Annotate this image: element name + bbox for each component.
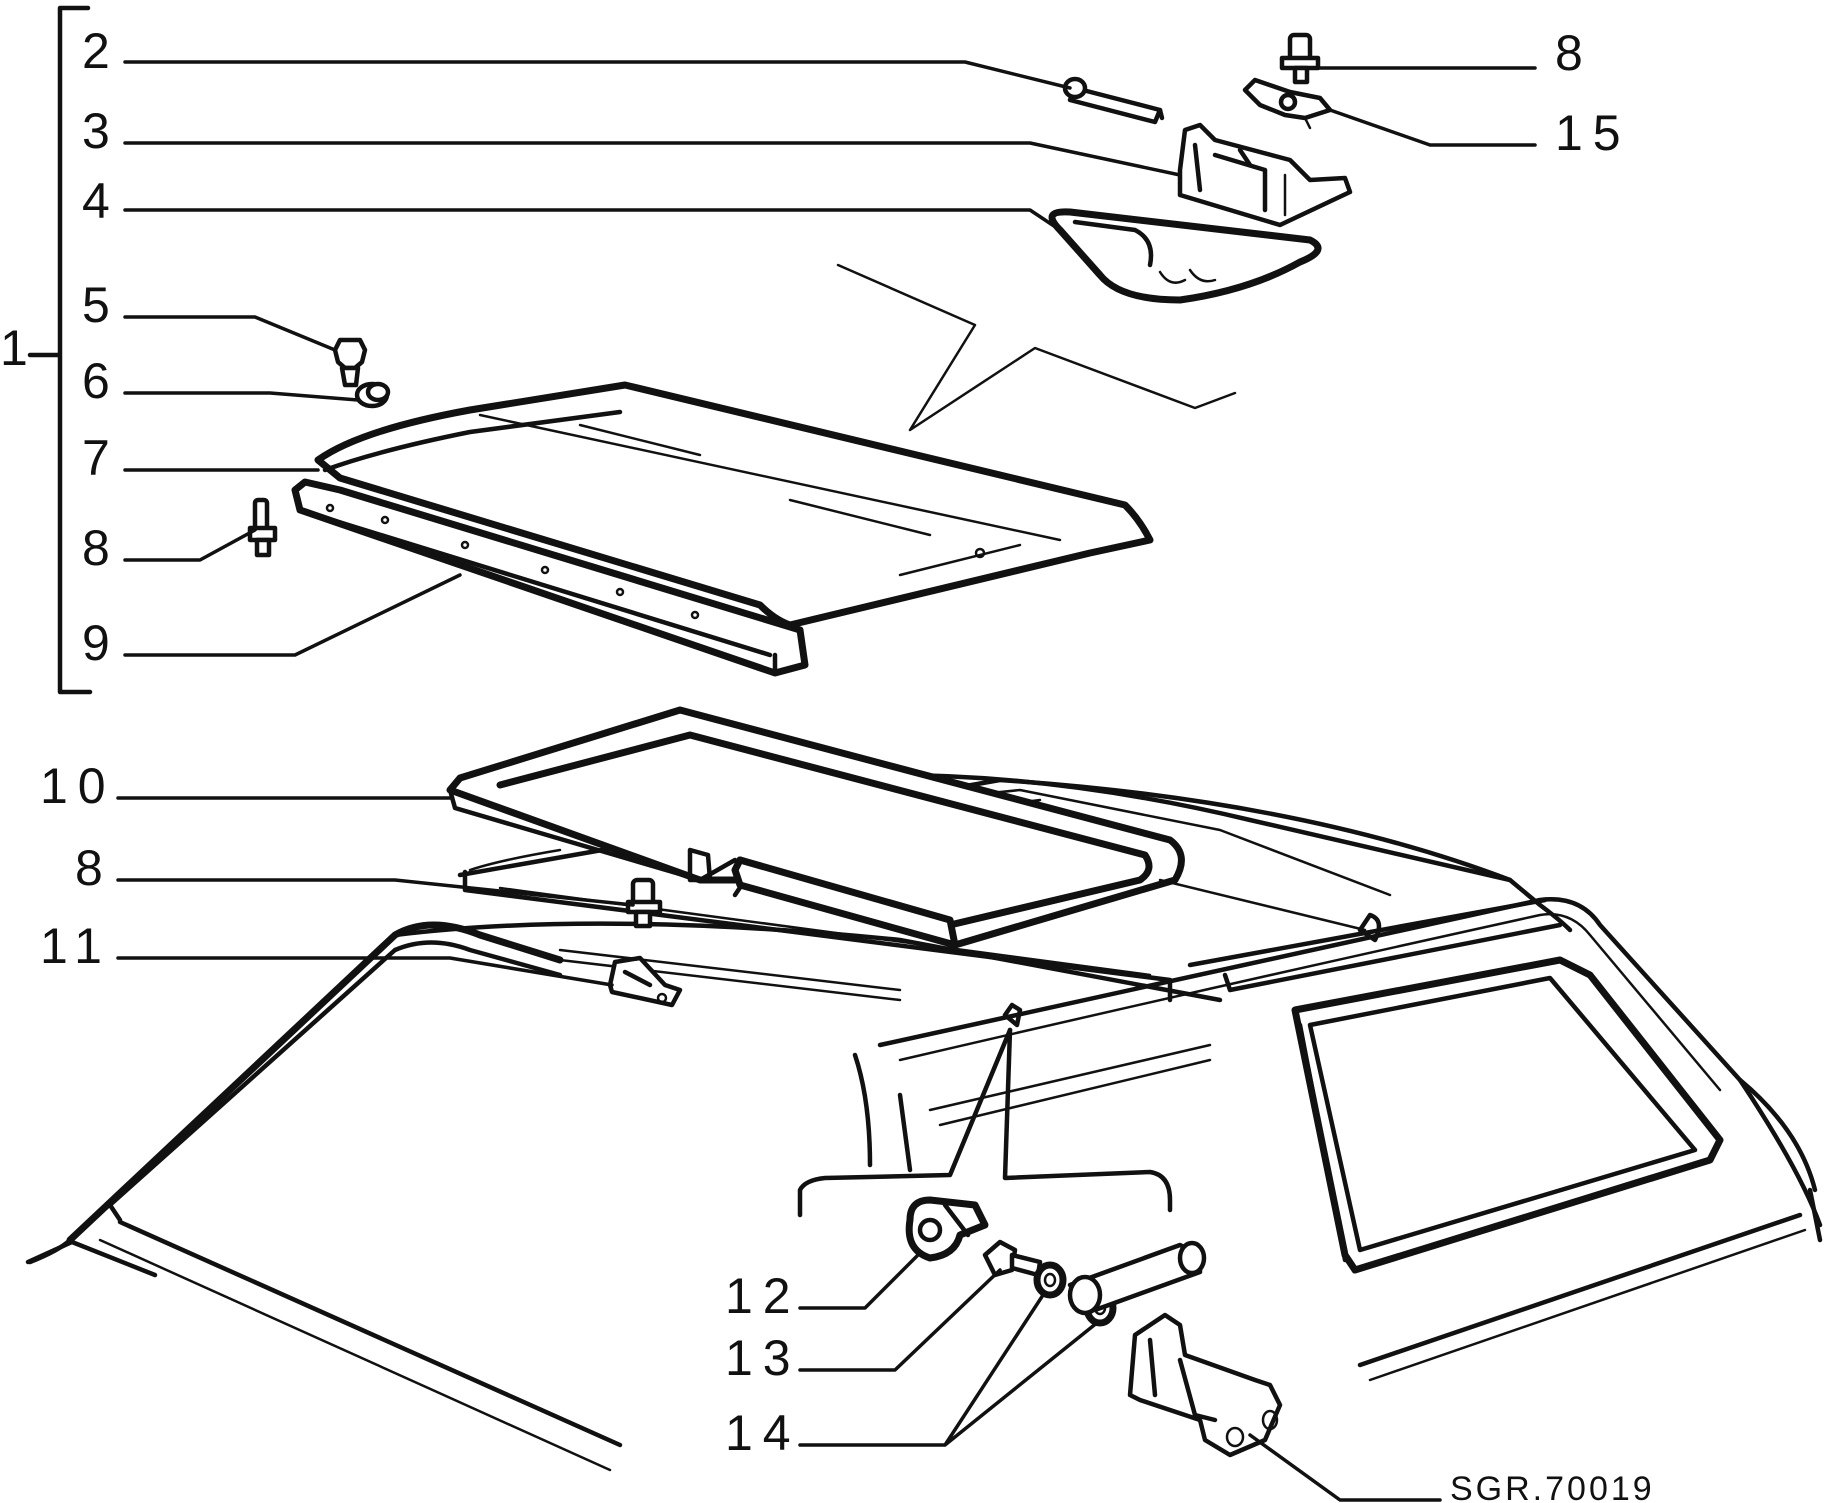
leader-2 xyxy=(123,60,1072,90)
hinge-arm xyxy=(1067,1240,1207,1316)
washer-part-14a xyxy=(1033,1261,1067,1299)
detail-bracket-group xyxy=(797,1002,1173,1218)
leader-9 xyxy=(123,573,462,657)
label-13: 13 xyxy=(725,1330,801,1386)
label-1: 1 xyxy=(0,320,38,376)
leader-3 xyxy=(123,141,1182,177)
leader-4 xyxy=(123,208,1062,232)
screw-part-8-mid xyxy=(625,877,663,929)
leader-5 xyxy=(123,315,337,352)
part-labels: 1 2 3 4 5 6 7 8 9 10 8 11 8 15 12 13 14 … xyxy=(0,23,1655,1503)
leader-12 xyxy=(798,1253,920,1310)
label-8-left: 8 xyxy=(82,520,120,576)
screw-part-8-top xyxy=(1279,32,1321,85)
label-8-mid: 8 xyxy=(75,840,113,896)
sunroof-panel-part-7 xyxy=(314,381,1154,629)
guide-block-part-11 xyxy=(607,955,683,1008)
knob-part-5 xyxy=(332,337,368,388)
leader-8-left xyxy=(123,528,257,562)
leader-13 xyxy=(798,1268,1002,1372)
label-15: 15 xyxy=(1555,105,1631,161)
label-12: 12 xyxy=(725,1268,801,1324)
label-5: 5 xyxy=(82,277,120,333)
leader-lines xyxy=(116,60,1537,1502)
handle-trim-part-4 xyxy=(1048,208,1322,304)
screw-part-8-left xyxy=(247,497,278,558)
label-6: 6 xyxy=(82,353,120,409)
seal-strip-part-9 xyxy=(291,478,809,677)
label-7: 7 xyxy=(82,430,120,486)
leader-ref xyxy=(1248,1433,1442,1502)
handle-bracket-part-3 xyxy=(1177,122,1353,228)
clip-part-12 xyxy=(905,1196,989,1262)
cap-part-6 xyxy=(354,381,391,409)
label-2: 2 xyxy=(82,23,120,79)
leader-15 xyxy=(1328,108,1537,147)
label-8-top: 8 xyxy=(1555,25,1593,81)
label-3: 3 xyxy=(82,103,120,159)
leader-8-mid xyxy=(116,878,635,907)
label-10: 10 xyxy=(40,758,116,814)
leader-14 xyxy=(798,1290,1100,1447)
label-9: 9 xyxy=(82,615,120,671)
mounting-position-indicator xyxy=(836,263,1237,432)
leader-6 xyxy=(123,391,360,402)
label-14: 14 xyxy=(725,1405,801,1461)
group-bracket-part-1 xyxy=(27,5,93,695)
leader-11 xyxy=(116,956,614,987)
label-4: 4 xyxy=(82,173,120,229)
reference-code: SGR.70019 xyxy=(1450,1470,1655,1503)
pin-part-2 xyxy=(1062,76,1165,125)
bolt-part-13 xyxy=(982,1239,1043,1278)
latch-part-15 xyxy=(1242,77,1333,130)
label-11: 11 xyxy=(40,918,112,974)
frame-seal-part-10 xyxy=(446,706,1382,949)
hinge-bracket xyxy=(1127,1312,1283,1458)
